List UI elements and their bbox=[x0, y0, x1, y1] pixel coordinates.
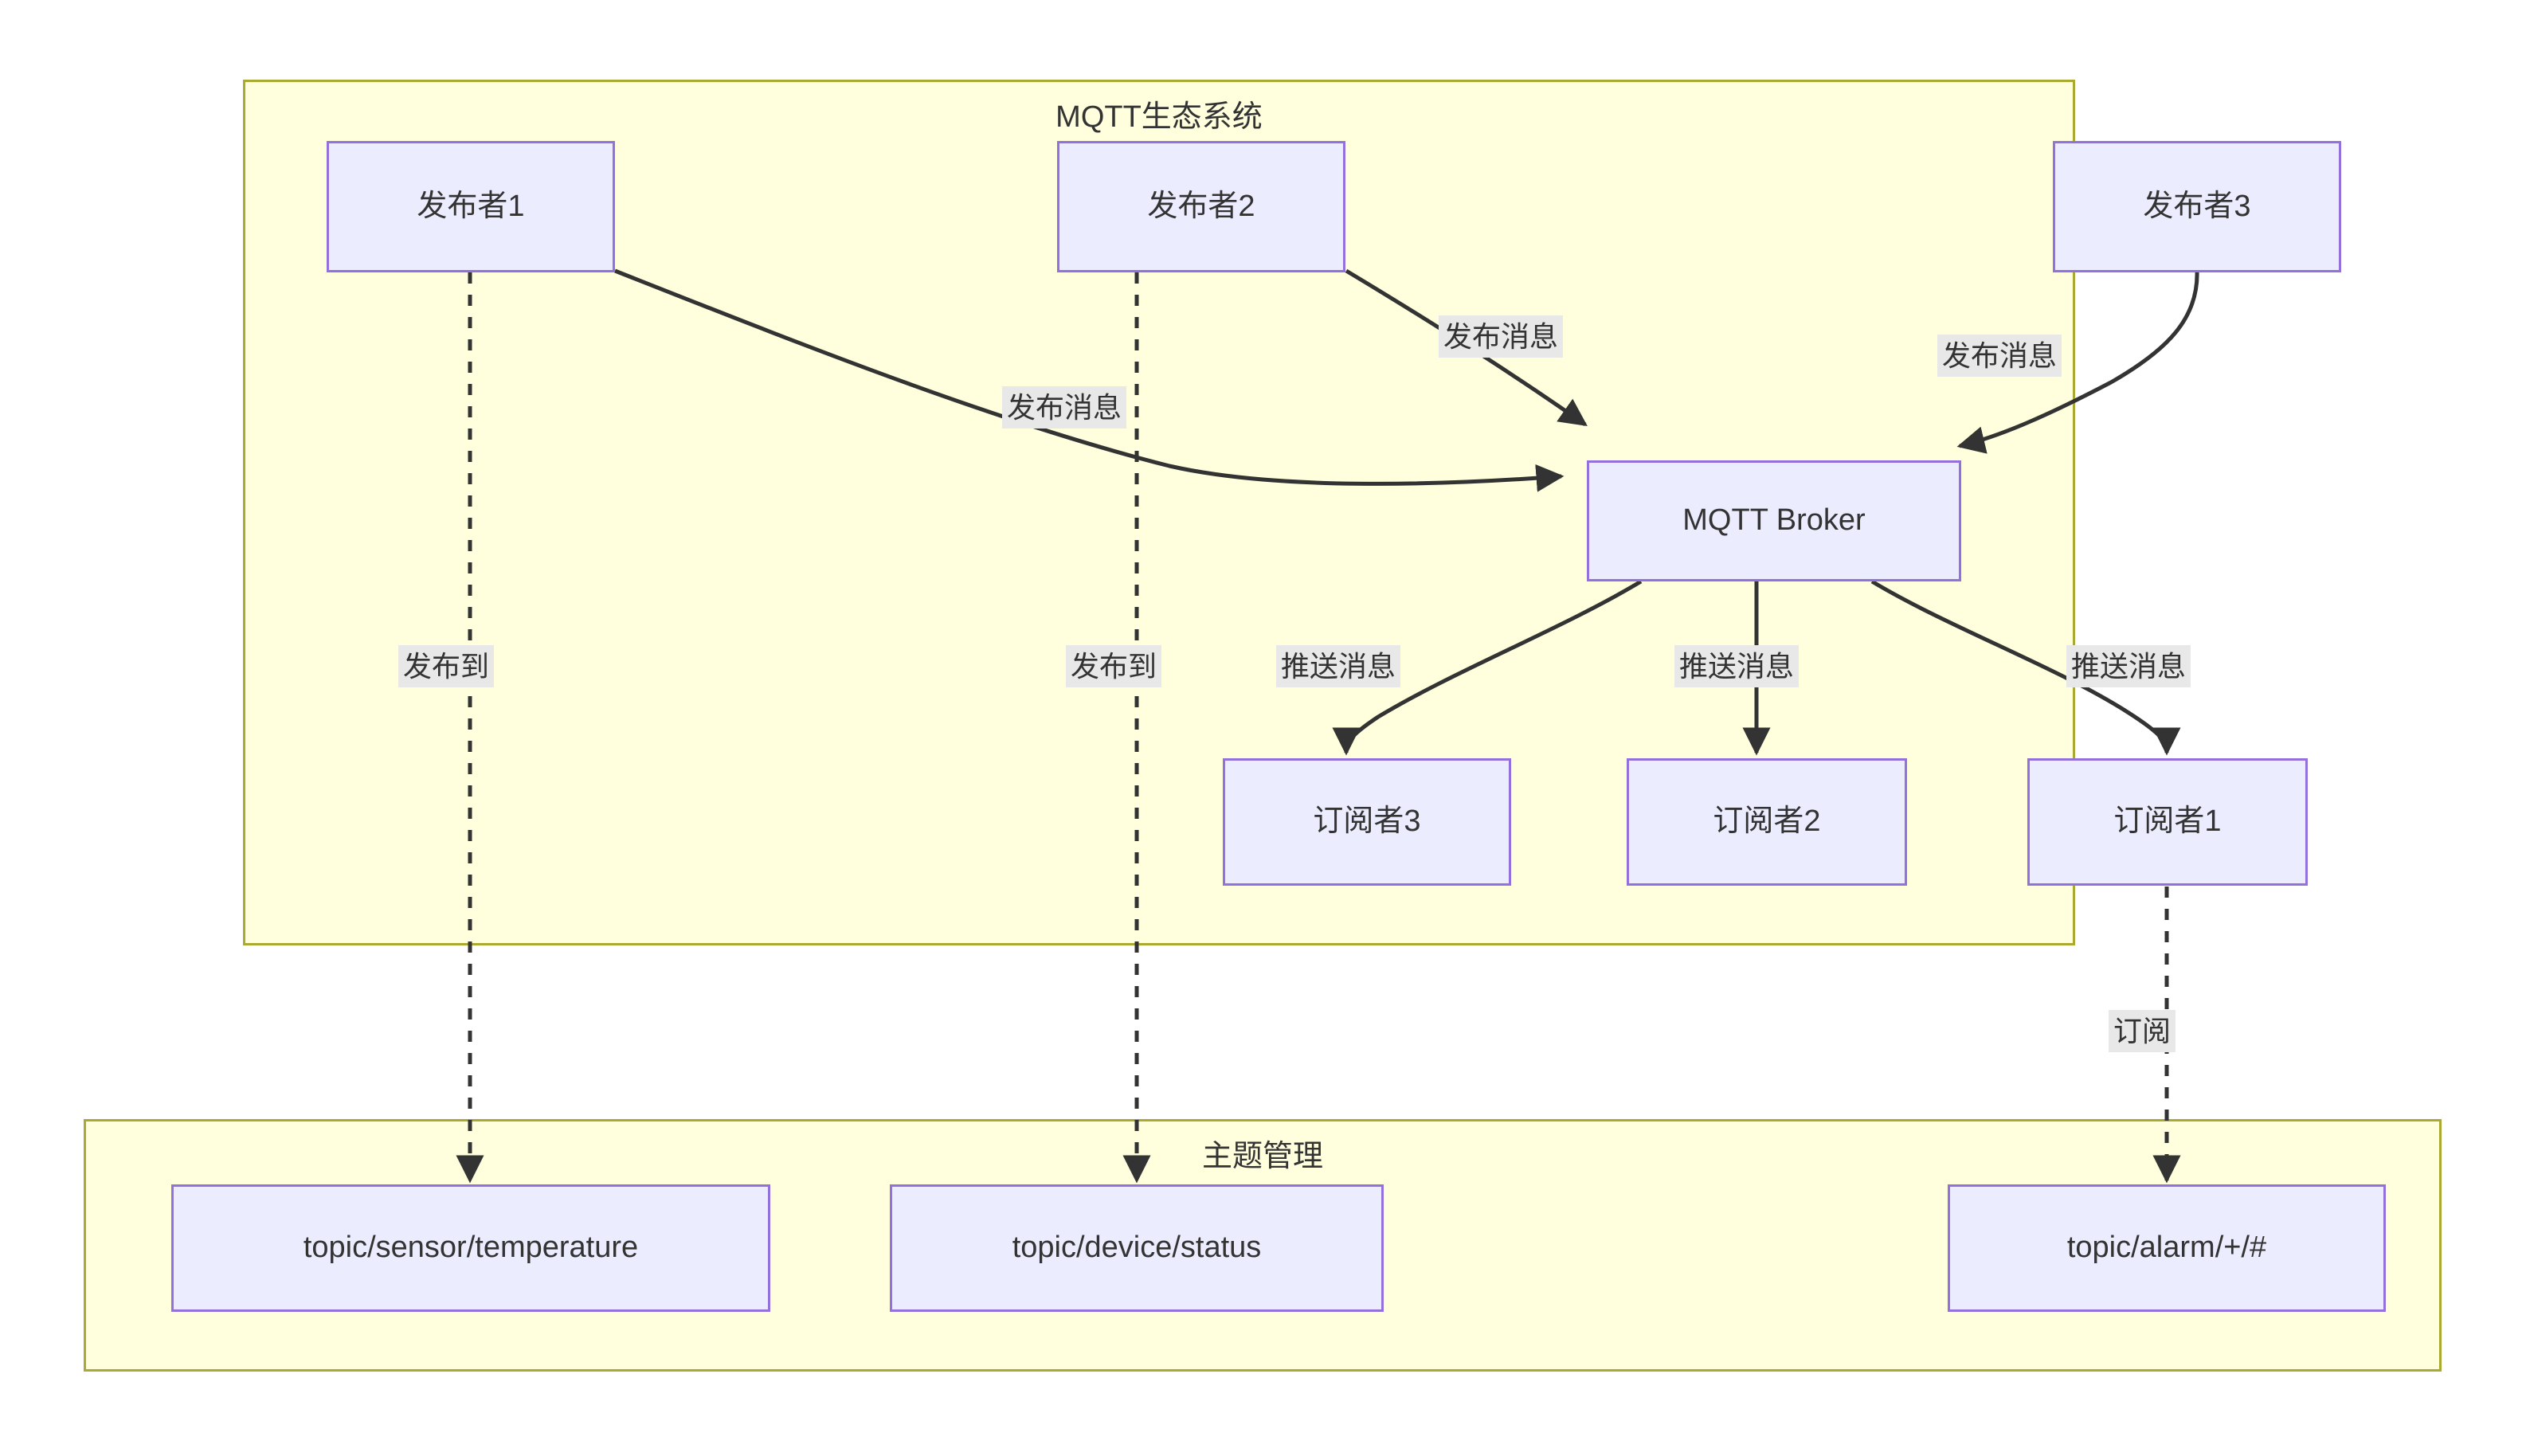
node-label-publisher-1: 发布者1 bbox=[417, 189, 525, 223]
edge-label-pub3-to-broker: 发布消息 bbox=[1937, 335, 2062, 377]
node-mqtt-broker[interactable]: MQTT Broker bbox=[1587, 460, 1961, 581]
node-topic-device-status[interactable]: topic/device/status bbox=[890, 1184, 1384, 1312]
edge-label-sub1-to-topic: 订阅 bbox=[2109, 1010, 2176, 1052]
node-publisher-1[interactable]: 发布者1 bbox=[327, 141, 615, 272]
node-publisher-3[interactable]: 发布者3 bbox=[2053, 141, 2341, 272]
cluster-title-topic-management: 主题管理 bbox=[1201, 1140, 1323, 1173]
node-subscriber-1[interactable]: 订阅者1 bbox=[2027, 758, 2308, 886]
node-subscriber-3[interactable]: 订阅者3 bbox=[1223, 758, 1511, 886]
edge-label-broker-to-sub3: 推送消息 bbox=[1276, 645, 1401, 687]
node-topic-sensor-temperature[interactable]: topic/sensor/temperature bbox=[171, 1184, 770, 1312]
edge-label-broker-to-sub1: 推送消息 bbox=[2066, 645, 2191, 687]
node-subscriber-2[interactable]: 订阅者2 bbox=[1627, 758, 1907, 886]
cluster-title-mqtt-ecosystem: MQTT生态系统 bbox=[1055, 100, 1263, 134]
node-label-topic-sensor-temperature: topic/sensor/temperature bbox=[303, 1231, 639, 1265]
node-label-topic-alarm: topic/alarm/+/# bbox=[2066, 1231, 2267, 1265]
edge-label-pub2-to-broker: 发布消息 bbox=[1439, 315, 1564, 358]
node-label-subscriber-1: 订阅者1 bbox=[2113, 804, 2222, 839]
edge-label-pub2-to-topic: 发布到 bbox=[1066, 645, 1162, 687]
edge-label-pub1-to-broker: 发布消息 bbox=[1002, 386, 1127, 429]
node-label-publisher-2: 发布者2 bbox=[1147, 189, 1255, 223]
node-label-topic-device-status: topic/device/status bbox=[1012, 1231, 1262, 1265]
node-label-subscriber-2: 订阅者2 bbox=[1713, 804, 1821, 839]
node-topic-alarm[interactable]: topic/alarm/+/# bbox=[1948, 1184, 2386, 1312]
edge-label-broker-to-sub2: 推送消息 bbox=[1674, 645, 1800, 687]
edge-label-pub1-to-topic: 发布到 bbox=[398, 645, 495, 687]
node-label-publisher-3: 发布者3 bbox=[2143, 189, 2251, 223]
node-label-mqtt-broker: MQTT Broker bbox=[1682, 503, 1866, 538]
node-label-subscriber-3: 订阅者3 bbox=[1313, 804, 1421, 839]
node-publisher-2[interactable]: 发布者2 bbox=[1057, 141, 1345, 272]
